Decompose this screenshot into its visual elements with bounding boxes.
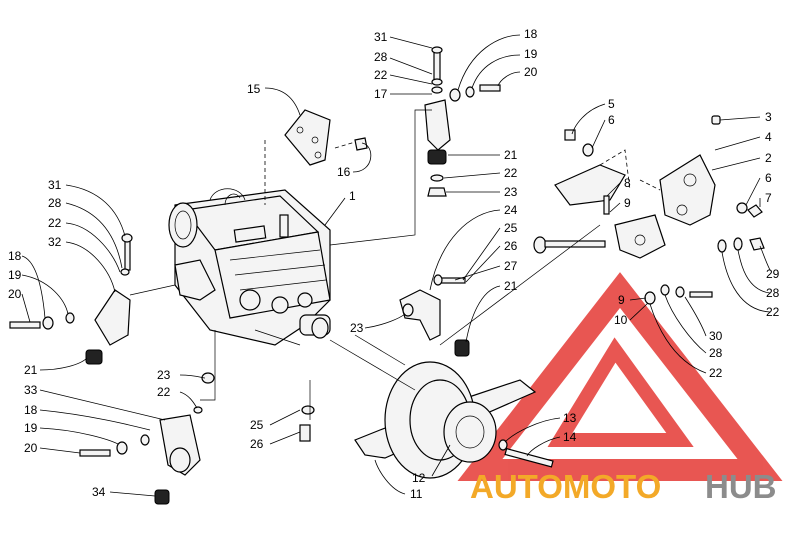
callout-22: 22 (766, 305, 780, 319)
callout-5: 5 (608, 97, 615, 111)
callout-13: 13 (563, 411, 577, 425)
callout-4: 4 (765, 130, 772, 144)
callout-15: 15 (247, 82, 261, 96)
callout-18: 18 (8, 249, 22, 263)
callout-19: 19 (24, 421, 38, 435)
callout-23: 23 (157, 368, 171, 382)
callout-22: 22 (374, 68, 388, 82)
callout-22: 22 (709, 366, 723, 380)
callout-18: 18 (24, 403, 38, 417)
bracket-15 (284, 109, 368, 166)
callout-27: 27 (504, 259, 518, 273)
callout-21: 21 (504, 148, 518, 162)
callout-21: 21 (504, 279, 518, 293)
callout-17: 17 (374, 87, 388, 101)
callout-11: 11 (410, 487, 423, 501)
callout-32: 32 (48, 235, 62, 249)
drive-pulley-assembly (299, 361, 554, 479)
mid-bracket-24 (399, 274, 470, 357)
callout-10: 10 (614, 313, 628, 327)
callout-22: 22 (157, 385, 171, 399)
callout-6: 6 (608, 113, 615, 127)
callout-19: 19 (524, 47, 538, 61)
callout-8: 8 (624, 176, 631, 190)
callout-9: 9 (618, 293, 625, 307)
watermark-text-automoto: AUTOMOTO (470, 468, 661, 505)
callout-9: 9 (624, 196, 631, 210)
watermark-text: AUTOMOTO HUB (470, 468, 777, 505)
callout-1: 1 (349, 189, 356, 203)
left-mount-assembly (9, 233, 215, 505)
callout-23: 23 (350, 321, 364, 335)
callout-3: 3 (765, 110, 772, 124)
callout-20: 20 (8, 287, 22, 301)
callout-34: 34 (92, 485, 106, 499)
callout-labels: 31 28 22 17 18 19 20 15 16 1 21 22 23 24… (8, 27, 780, 501)
callout-7: 7 (765, 191, 772, 205)
callout-19: 19 (8, 268, 22, 282)
callout-28: 28 (709, 346, 723, 360)
callout-12: 12 (412, 471, 426, 485)
callout-29: 29 (766, 267, 780, 281)
callout-20: 20 (524, 65, 538, 79)
callout-18: 18 (524, 27, 538, 41)
connector-lines (129, 109, 661, 420)
callout-6: 6 (765, 171, 772, 185)
callout-22: 22 (48, 216, 62, 230)
callout-21: 21 (24, 363, 38, 377)
engine-block (168, 188, 331, 346)
callout-26: 26 (250, 437, 264, 451)
callout-28: 28 (48, 196, 62, 210)
callout-30: 30 (709, 329, 723, 343)
callout-16: 16 (337, 165, 351, 179)
watermark-text-hub: HUB (705, 468, 777, 505)
callout-28: 28 (766, 286, 780, 300)
right-bracket-assembly (533, 115, 765, 305)
top-mount-assembly (424, 46, 501, 197)
callout-31: 31 (374, 30, 388, 44)
callout-24: 24 (504, 203, 518, 217)
callout-20: 20 (24, 441, 38, 455)
callout-28: 28 (374, 50, 388, 64)
callout-31: 31 (48, 178, 62, 192)
callout-33: 33 (24, 383, 38, 397)
callout-14: 14 (563, 430, 577, 444)
callout-25: 25 (250, 418, 264, 432)
callout-26: 26 (504, 239, 518, 253)
callout-22: 22 (504, 166, 518, 180)
callout-25: 25 (504, 221, 518, 235)
watermark-logo (457, 272, 783, 481)
callout-23: 23 (504, 185, 518, 199)
callout-2: 2 (765, 151, 772, 165)
leader-lines (21, 34, 771, 497)
